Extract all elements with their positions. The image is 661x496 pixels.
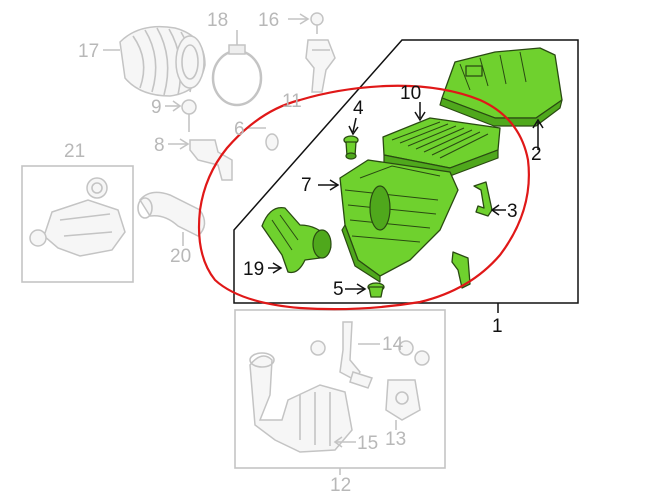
callout-labels: 10 2 4 7 3 19 5 1 17 18 16 9 11 8 6 21 2… [64,10,542,496]
leader-lines [268,102,544,295]
part-16-mount [385,379,421,421]
part-15-lower-duct [249,352,353,453]
callout-11: 11 [282,91,302,112]
callout-17: 14 [382,334,404,355]
red-outline-ring [197,84,530,311]
inset-box-21 [21,165,134,283]
callout-19: 19 [243,259,264,280]
callout-1: 1 [492,316,503,337]
part-9-bolt [181,99,197,132]
background-parts [21,12,446,475]
callout-15: 12 [330,475,351,496]
callout-21: 21 [64,141,85,162]
callout-4: 4 [353,98,364,119]
part-17-bracket [310,321,430,389]
part-12-clip [310,12,324,34]
part-19-intake-duct [261,206,332,274]
part-13-intake-bellows [119,25,206,97]
part-3-clamp-upper [473,181,493,217]
callout-14: 18 [207,10,228,31]
part-20-duct [137,191,206,237]
part-14-clamp [211,44,263,107]
callout-20: 20 [170,246,191,267]
part-7-lower-housing [339,159,459,283]
callout-13: 17 [78,41,99,62]
part-11-sensor [305,39,336,93]
callout-6: 6 [234,119,245,140]
part-2-housing-cover [439,47,563,127]
callout-16: 13 [385,429,406,450]
part-8-bracket [189,139,233,181]
part-3-clamp-lower [451,251,471,289]
part-21-resonator [29,177,126,257]
highlighted-parts [261,47,563,298]
callout-12: 16 [258,10,279,31]
callout-9: 9 [151,97,162,118]
part-5-grommet [367,282,385,298]
callout-7: 7 [301,175,312,196]
main-assembly-frame [233,39,579,304]
callout-3: 3 [507,201,518,222]
part-4-grommet [343,135,359,160]
callout-18: 15 [357,433,378,454]
callout-2: 2 [531,144,542,165]
callout-5: 5 [333,279,344,300]
callout-10: 10 [400,83,421,104]
callout-8: 8 [154,135,165,156]
part-6-grommet [265,133,279,151]
